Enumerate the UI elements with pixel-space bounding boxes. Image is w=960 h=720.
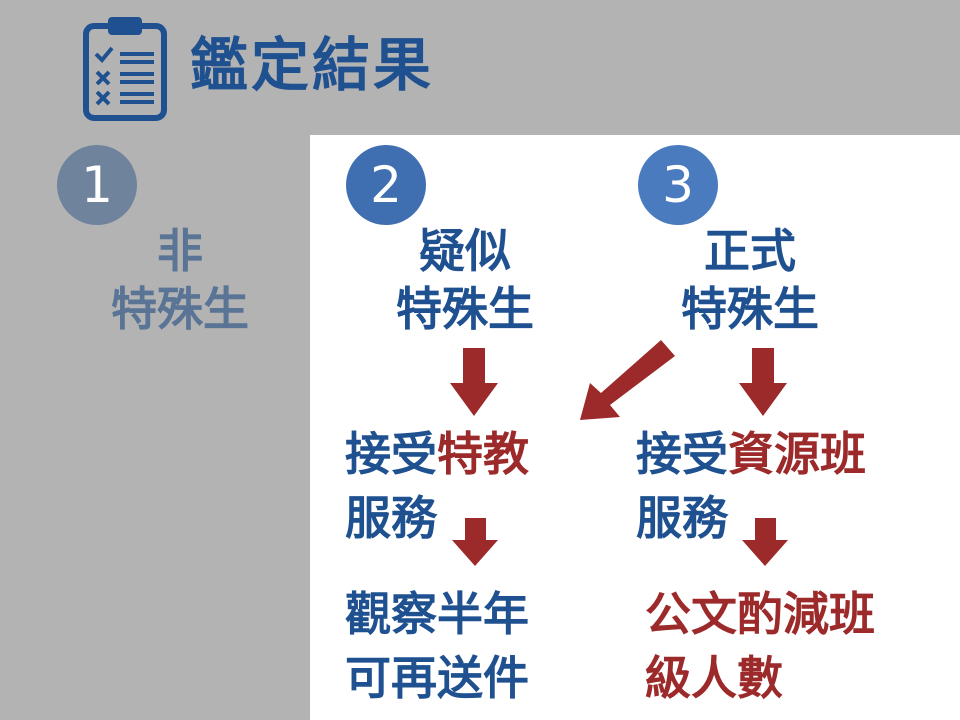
category-2-label: 疑似 特殊生 <box>380 222 550 338</box>
arrow-down-icon <box>450 348 498 416</box>
flow3-step1-line2: 服務 <box>636 491 728 545</box>
category-2-line1: 疑似 <box>419 224 511 278</box>
arrow-down-icon <box>742 518 788 566</box>
category-1-line2: 特殊生 <box>111 282 249 336</box>
category-2-badge: 2 <box>346 145 426 225</box>
flow3-step2-line1: 公文酌減班 <box>645 587 875 641</box>
flow2-step1: 接受特教 服務 <box>345 422 529 550</box>
category-3-label: 正式 特殊生 <box>665 222 835 338</box>
arrow-diagonal-icon <box>580 340 675 420</box>
flow2-step2: 觀察半年 可再送件 <box>345 582 529 710</box>
flow3-step1: 接受資源班 服務 <box>636 422 866 550</box>
flow2-step2-line2: 可再送件 <box>345 651 529 705</box>
category-1-line1: 非 <box>157 224 203 278</box>
category-2-line2: 特殊生 <box>396 282 534 336</box>
clipboard-checklist-icon <box>80 12 170 122</box>
arrow-down-icon <box>739 348 787 416</box>
category-3-badge: 3 <box>638 145 718 225</box>
highlight-panel <box>310 135 960 720</box>
category-1-label: 非 特殊生 <box>95 222 265 338</box>
category-3-line2: 特殊生 <box>681 282 819 336</box>
flow2-step1-blue: 接受 <box>345 427 437 481</box>
flow3-step1-blue: 接受 <box>636 427 728 481</box>
flow3-step2: 公文酌減班 級人數 <box>645 582 875 710</box>
flow2-step1-line2: 服務 <box>345 491 437 545</box>
arrow-down-icon <box>452 518 498 566</box>
category-1-badge: 1 <box>57 145 137 225</box>
flow3-step1-red: 資源班 <box>728 427 866 481</box>
flow2-step2-line1: 觀察半年 <box>345 587 529 641</box>
flow3-step2-line2: 級人數 <box>645 651 783 705</box>
page-title: 鑑定結果 <box>190 31 435 99</box>
category-3-line1: 正式 <box>704 224 796 278</box>
flow2-step1-red: 特教 <box>437 427 529 481</box>
